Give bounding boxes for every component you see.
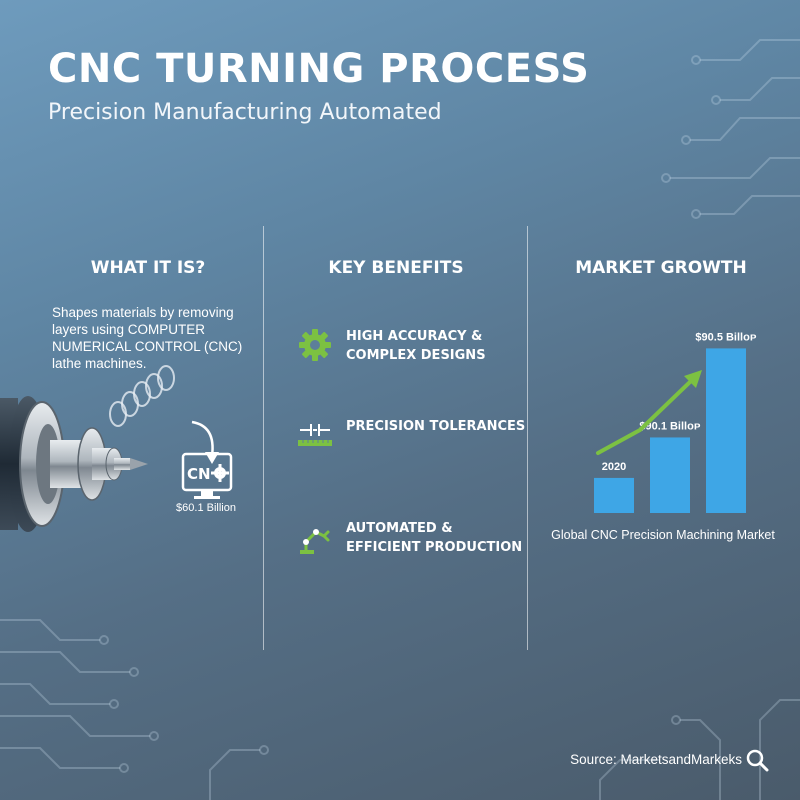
key-benefits-heading: KEY BENEFITS [328,258,464,278]
column-divider-right [527,226,528,650]
spring-icon [109,365,175,427]
benefit-precision-tolerances: PRECISION TOLERANCES [296,416,526,460]
spindle-icon [0,396,148,532]
chart-data-label: 2020 [602,461,626,473]
chart-bar [594,477,634,513]
benefit-label: AUTOMATED & EFFICIENT PRODUCTION [346,521,523,555]
source-note: Source: MarketsandMarkeks [570,752,742,767]
column-divider-left [263,226,264,650]
chart-data-label: $90.1 Billoᴘ [639,420,700,432]
monitor-icon [181,452,233,499]
search-icon[interactable] [745,748,769,772]
benefit-high-accuracy: HIGH ACCURACY & COMPLEX DESIGNS [296,326,526,370]
what-it-is-heading: WHAT IT IS? [90,258,206,278]
trend-arrow-line [596,378,694,455]
chart-bar [650,437,690,513]
page-title: CNC TURNING PROCESS [48,46,590,92]
benefit-label: HIGH ACCURACY & COMPLEX DESIGNS [346,329,486,363]
lathe-spindle-illustration: CN $60.1 Billion [0,365,236,532]
trend-arrow-head-icon [684,370,702,388]
chart-caption: Global CNC Precision Machining Market [551,528,775,542]
chart-data-label: $90.5 Billoᴘ [695,331,756,343]
monitor-text: CN [187,465,211,483]
page-subtitle: Precision Manufacturing Automated [48,100,442,125]
benefit-label: PRECISION TOLERANCES [346,419,526,434]
gear-icon [299,329,331,361]
arrow-icon [191,420,214,457]
what-it-is-description: Shapes materials by removing layers usin… [52,305,243,371]
caliper-icon [298,424,332,446]
market-growth-heading: MARKET GROWTH [575,258,747,278]
market-growth-chart: 2020 $90.1 Billoᴘ $90.5 Billoᴘ [594,331,757,513]
benefit-automated-production: AUTOMATED & EFFICIENT PRODUCTION [296,518,526,562]
chart-bar [706,348,746,513]
gear-icon [211,464,229,482]
robot-arm-icon [300,529,330,554]
monitor-value: $60.1 Billion [176,502,236,514]
